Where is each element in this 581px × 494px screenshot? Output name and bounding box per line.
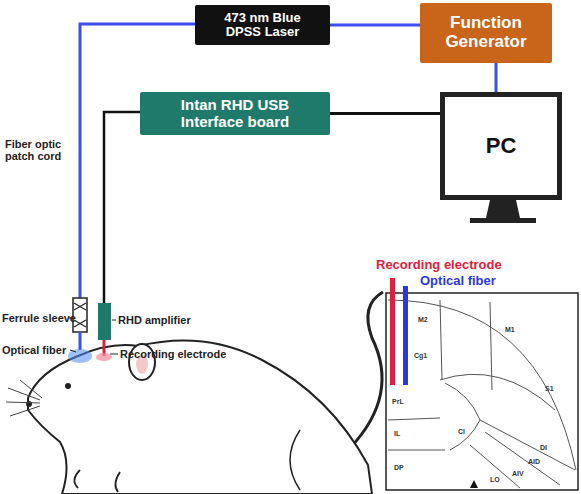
node-text: Intan RHD USB Interface board (148, 97, 322, 130)
atlas-inset (386, 293, 578, 490)
monitor-base (470, 218, 536, 223)
atlas-region: IL (394, 430, 400, 438)
interface-board-box: Intan RHD USB Interface board (140, 92, 330, 135)
electrode-track (390, 278, 395, 385)
atlas-region: Cl (458, 428, 465, 436)
pc-monitor: PC (440, 92, 562, 200)
atlas-region: LO (490, 476, 500, 484)
cable (495, 63, 498, 92)
monitor-stand (486, 200, 520, 218)
rat-leg (290, 430, 300, 490)
atlas-mark (470, 480, 478, 488)
light-glow (68, 349, 92, 363)
atlas-region: PrL (392, 398, 404, 406)
atlas-region: DI (540, 444, 547, 452)
leader-line (112, 320, 116, 321)
atlas-region: AID (528, 458, 540, 466)
laser-box: 473 nm Blue DPSS Laser (195, 5, 330, 45)
rhd-amplifier (98, 303, 111, 340)
optical-fiber (79, 332, 82, 350)
cable (330, 24, 420, 27)
amplifier-cable (104, 112, 140, 303)
atlas-section (388, 300, 576, 488)
node-text: PC (486, 134, 517, 158)
leader-line (110, 354, 118, 355)
rat-paws (74, 470, 120, 492)
whiskers (6, 380, 42, 416)
node-text: 473 nm Blue DPSS Laser (203, 11, 322, 40)
rat-eye (65, 383, 71, 389)
atlas-region: AIV (512, 470, 524, 478)
rat-tail (350, 292, 383, 448)
atlas-region: M2 (418, 316, 428, 324)
rat-nose (26, 401, 32, 407)
callout-label: Optical fiber (2, 344, 66, 356)
node-text: Function Generator (428, 14, 544, 51)
callout-label: Recording electrode (120, 348, 226, 360)
atlas-region: Cg1 (414, 352, 427, 360)
function-generator-box: Function Generator (420, 3, 552, 63)
electrode-site (96, 353, 112, 361)
inset-title: Recording electrode (376, 258, 502, 272)
atlas-region: S1 (545, 385, 554, 393)
atlas-region: DP (394, 464, 404, 472)
callout-label: Fiber optic patch cord (5, 138, 75, 162)
atlas-region: M1 (505, 326, 515, 334)
inset-title: Optical fiber (420, 274, 496, 288)
cable (330, 112, 440, 115)
patch-cord (80, 24, 195, 298)
callout-label: Ferrule sleeve (2, 312, 76, 324)
leader-line (70, 350, 76, 352)
fiber-track (403, 286, 408, 385)
callout-label: RHD amplifier (118, 314, 191, 326)
rat-body (28, 340, 372, 494)
